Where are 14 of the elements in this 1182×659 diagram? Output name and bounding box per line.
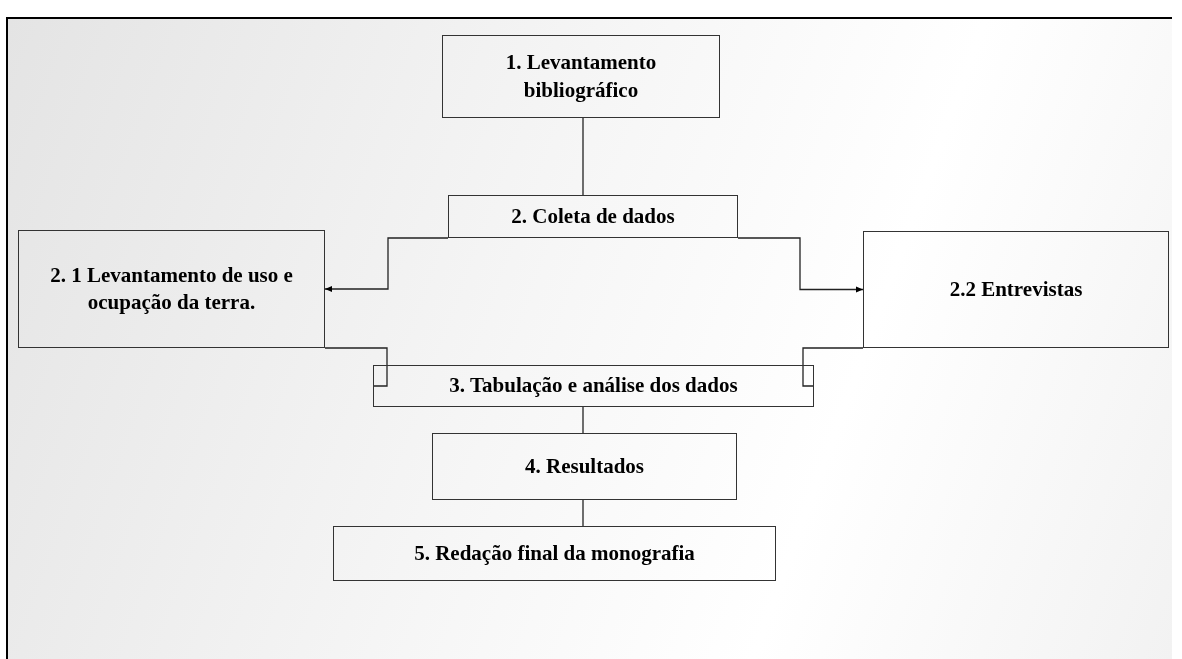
connector-line [582,406,584,434]
process-box: 2. 1 Levantamento de uso e ocupação da terra. [18,230,325,348]
arrow [737,237,864,293]
process-box: 2. Coleta de dados [448,195,738,238]
connector-line [324,347,388,387]
connector-line [582,499,584,527]
connector-line [802,347,864,387]
arrow [324,237,449,292]
process-box: 5. Redação final da monografia [333,526,776,581]
process-box: 1. Levantamento bibliográfico [442,35,720,118]
connector-line [582,117,584,196]
process-box: 4. Resultados [432,433,737,500]
process-box: 3. Tabulação e análise dos dados [373,365,814,407]
process-box: 2.2 Entrevistas [863,231,1169,348]
